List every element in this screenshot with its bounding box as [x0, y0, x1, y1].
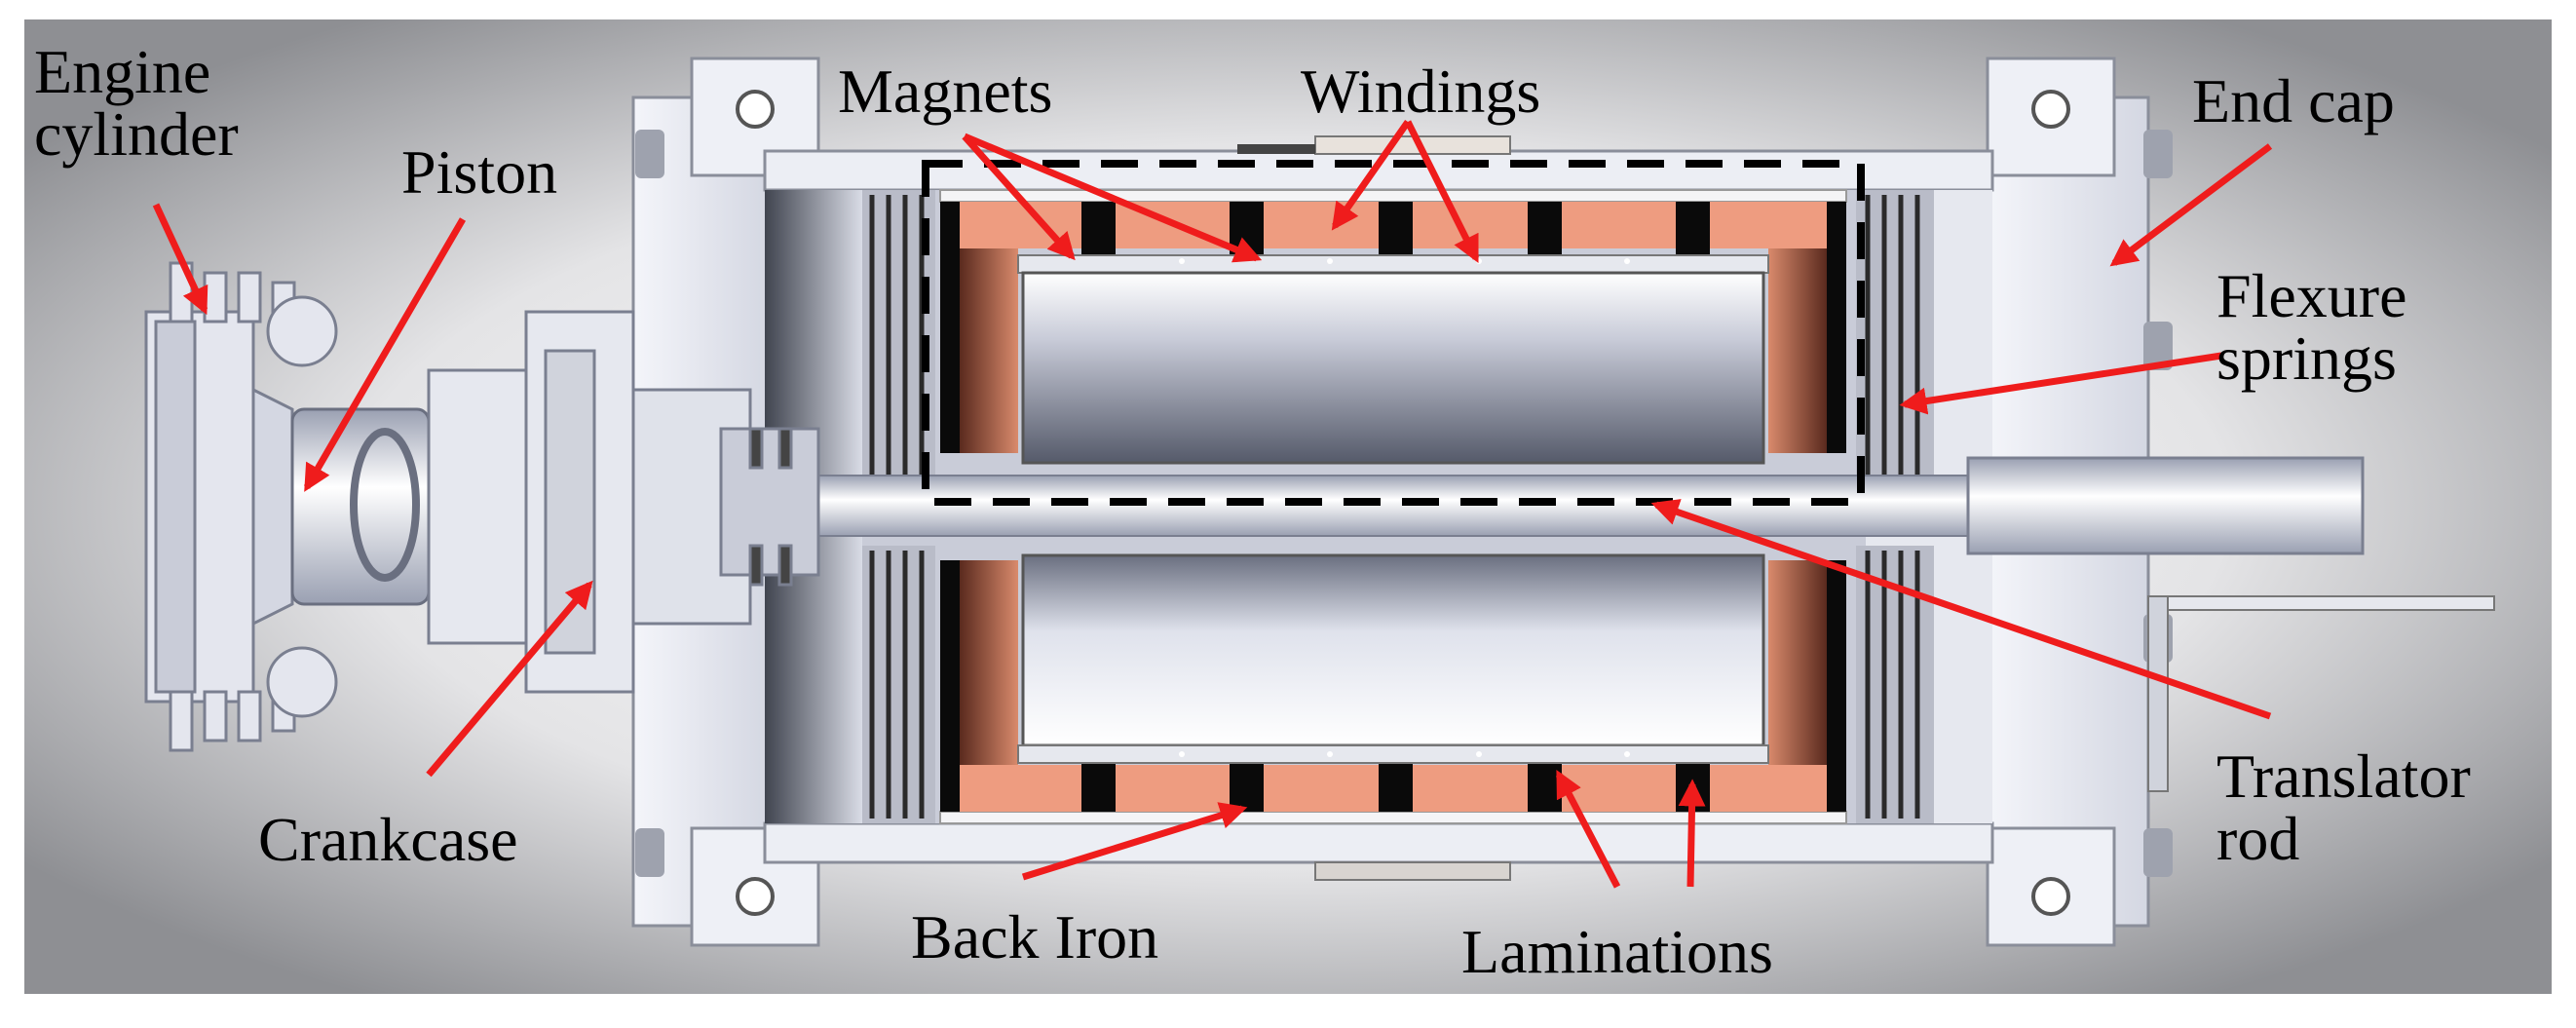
arrow-crankcase [426, 580, 593, 778]
outer-shell-bottom [763, 821, 1994, 864]
end-winding-right-bottom [1768, 560, 1827, 765]
label-magnets: Magnets [838, 57, 1053, 126]
back-iron-top [939, 189, 1847, 203]
translator-top [1017, 254, 1769, 465]
arrow-laminations-1 [1555, 770, 1621, 889]
lamination-bottom [1528, 758, 1562, 812]
lamination-top [1676, 202, 1710, 255]
bottom-clamp [1314, 861, 1511, 881]
label-flexure-springs: Flexure springs [2216, 261, 2407, 393]
lamination-end-left-top [940, 202, 960, 453]
arrow-back-iron [1021, 802, 1248, 881]
arrow-windings-1 [1331, 119, 1411, 231]
translator-bottom [1017, 553, 1769, 764]
arrow-magnets-2 [963, 133, 1263, 263]
lamination-end-right-bottom [1827, 560, 1846, 812]
label-piston: Piston [401, 137, 558, 207]
label-engine-cylinder: Engine cylinder [34, 37, 239, 169]
end-winding-right-top [1768, 248, 1827, 453]
label-translator-rod: Translator rod [2216, 742, 2471, 873]
arrow-end-cap [2109, 143, 2273, 267]
lamination-top [1379, 202, 1413, 255]
arrow-laminations-2 [1678, 779, 1706, 888]
arrow-flexure-springs [1899, 352, 2222, 415]
label-laminations: Laminations [1461, 917, 1773, 986]
magnets-bottom [1017, 744, 1769, 764]
lamination-end-left-bottom [940, 560, 960, 812]
lamination-end-right-top [1827, 202, 1846, 453]
crankcase [427, 310, 820, 694]
engine-cylinder [144, 261, 338, 752]
sensor-blade [2147, 595, 2495, 611]
lamination-top [1528, 202, 1562, 255]
end-winding-left-top [960, 248, 1018, 453]
windings-bottom [940, 560, 1846, 812]
arrow-piston [303, 217, 467, 492]
arrow-translator-rod [1650, 499, 2272, 720]
label-end-cap: End cap [2192, 66, 2395, 135]
piston [290, 407, 431, 606]
arrow-windings-2 [1404, 120, 1480, 264]
generator-outline-dashed [922, 160, 1865, 506]
end-winding-left-bottom [960, 560, 1018, 765]
lamination-bottom [1230, 758, 1264, 812]
lamination-bottom [1081, 758, 1116, 812]
lamination-bottom [1379, 758, 1413, 812]
label-back-iron: Back Iron [911, 902, 1159, 971]
arrow-magnets-1 [962, 133, 1076, 261]
back-iron-bottom [939, 811, 1847, 824]
label-windings: Windings [1301, 57, 1541, 126]
lamination-top [1081, 202, 1116, 255]
outer-shell-top [763, 149, 1994, 192]
label-crankcase: Crankcase [258, 805, 518, 874]
flexure-springs-right [1856, 190, 1934, 823]
magnets-top [1017, 254, 1769, 274]
arrow-engine-cylinder [152, 203, 208, 316]
